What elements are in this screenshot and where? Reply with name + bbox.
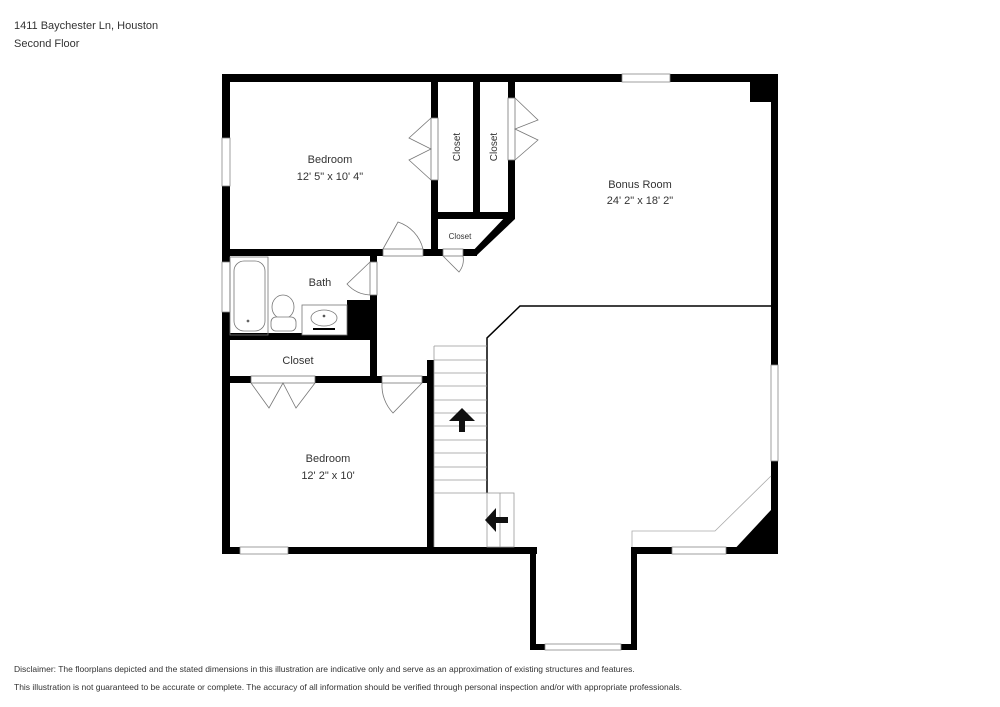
disclaimer-line-2: This illustration is not guaranteed to b…	[14, 682, 682, 692]
room-name-closet-1: Closet	[452, 133, 463, 162]
windows	[221, 73, 779, 651]
doors	[250, 97, 539, 414]
window	[621, 73, 671, 83]
room-name-closet-2: Closet	[489, 133, 500, 162]
disclaimer-line-1: Disclaimer: The floorplans depicted and …	[14, 664, 635, 674]
floor-label: Second Floor	[14, 38, 80, 50]
room-dims-bedroom-2: 12' 2" x 10'	[301, 470, 354, 482]
room-name-bonus-room: Bonus Room	[608, 179, 672, 191]
window	[671, 546, 727, 555]
property-address: 1411 Baychester Ln, Houston	[14, 20, 159, 32]
room-name-bedroom-2: Bedroom	[306, 453, 351, 465]
sink	[301, 304, 348, 336]
stair-left-arrow-icon	[485, 508, 508, 532]
window	[770, 364, 779, 462]
ledge-line	[631, 475, 772, 547]
window	[239, 546, 289, 555]
room-name-closet-3: Closet	[449, 232, 472, 241]
closet-diagonal-wall	[468, 214, 515, 256]
room-dims-bedroom-1: 12' 5" x 10' 4"	[297, 171, 364, 183]
loft-railing	[486, 305, 773, 493]
room-name-bath: Bath	[309, 277, 332, 289]
staircase	[433, 345, 515, 548]
room-name-closet-4: Closet	[282, 355, 313, 367]
stair-up-arrow-icon	[449, 408, 475, 432]
window	[544, 643, 622, 651]
bathtub	[229, 256, 269, 336]
room-dims-bonus-room: 24' 2" x 18' 2"	[607, 195, 674, 207]
toilet	[270, 294, 297, 332]
window	[221, 137, 231, 187]
window	[221, 261, 231, 313]
room-name-bedroom-1: Bedroom	[308, 154, 353, 166]
